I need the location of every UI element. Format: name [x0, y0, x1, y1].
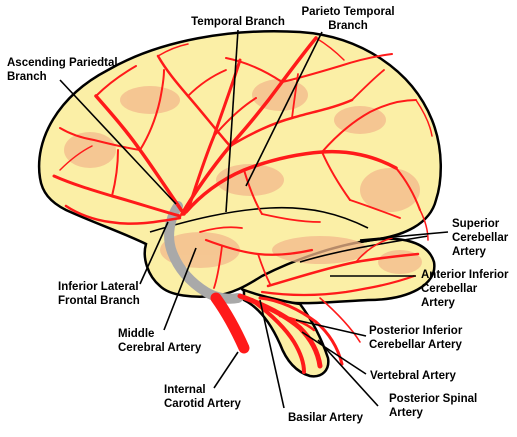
label-superior-cerebellar-artery-line-3: Artery — [452, 246, 486, 258]
lateral-sulcus — [149, 206, 369, 233]
label-superior-cerebellar-artery-line-1: Superior — [452, 218, 500, 230]
label-basilar-artery: Basilar Artery — [288, 412, 364, 424]
label-middle-cerebral-artery-line-2: Cerebral Artery — [118, 342, 202, 354]
label-anterior-inferior-cerebellar-artery-line-3: Artery — [421, 297, 455, 309]
label-basilar-artery-line-1: Basilar Artery — [288, 412, 364, 424]
label-temporal-branch: Temporal Branch — [191, 16, 285, 28]
label-ascending-parietal-branch-line-1: Ascending Pariedtal — [7, 57, 118, 69]
label-posterior-spinal-artery-line-1: Posterior Spinal — [389, 393, 477, 405]
label-posterior-inferior-cerebellar-artery-line-2: Cerebellar Artery — [369, 339, 463, 351]
label-middle-cerebral-artery-line-1: Middle — [118, 328, 154, 340]
label-parieto-temporal-branch-line-1: Parieto Temporal — [301, 6, 394, 18]
label-temporal-branch-line-1: Temporal Branch — [191, 16, 285, 28]
label-parieto-temporal-branch-line-2: Branch — [328, 20, 368, 32]
label-posterior-spinal-artery-line-2: Artery — [389, 407, 423, 419]
label-inferior-lateral-frontal-branch-line-1: Inferior Lateral — [58, 281, 139, 293]
cerebellum-divide — [299, 235, 429, 263]
label-inferior-lateral-frontal-branch-line-2: Frontal Branch — [58, 295, 140, 307]
artery-network — [52, 36, 433, 374]
label-internal-carotid-artery-line-2: Carotid Artery — [164, 398, 241, 410]
label-ascending-parietal-branch-line-2: Branch — [7, 71, 47, 83]
label-superior-cerebellar-artery-line-2: Cerebellar — [452, 232, 509, 244]
label-posterior-inferior-cerebellar-artery-line-1: Posterior Inferior — [369, 325, 463, 337]
label-anterior-inferior-cerebellar-artery-line-1: Anterior Inferior — [421, 269, 509, 281]
label-anterior-inferior-cerebellar-artery-line-2: Cerebellar — [421, 283, 478, 295]
label-vertebral-artery: Vertebral Artery — [370, 370, 456, 382]
label-internal-carotid-artery-line-1: Internal — [164, 384, 206, 396]
label-vertebral-artery-line-1: Vertebral Artery — [370, 370, 456, 382]
leader-lines — [59, 29, 449, 409]
